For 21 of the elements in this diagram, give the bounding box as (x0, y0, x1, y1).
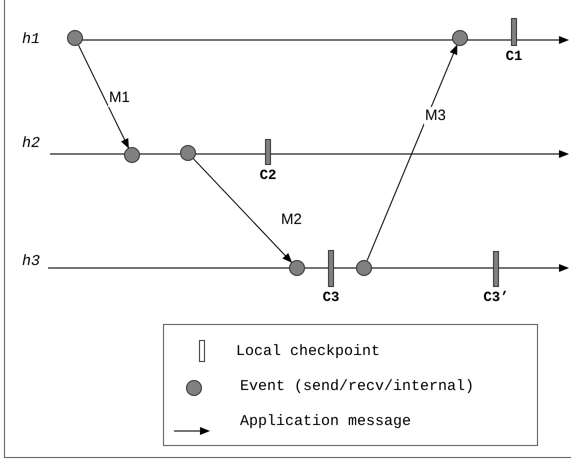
event-dot (289, 260, 305, 276)
message-arrow (193, 158, 292, 263)
event-dot (356, 260, 372, 276)
legend-label: Application message (240, 413, 412, 431)
checkpoint-label: C3 (322, 291, 340, 306)
legend-label: Event (send/recv/internal) (240, 378, 474, 396)
edge-label: M3 (424, 107, 447, 125)
legend-label: Local checkpoint (236, 343, 380, 361)
message-arrow (78, 44, 129, 149)
event-dot (180, 145, 196, 161)
event-dot (67, 30, 83, 46)
checkpoint-label: C1 (504, 50, 524, 65)
checkpoint-label: C3’ (482, 291, 510, 306)
message-arrow (366, 44, 458, 262)
event-dot (124, 147, 140, 163)
edge-label: M1 (108, 89, 131, 107)
process-label: h1 (22, 31, 40, 49)
process-label: h2 (22, 135, 40, 153)
event-dot (452, 30, 468, 46)
process-label: h3 (22, 253, 40, 271)
checkpoint-label: C2 (258, 169, 278, 184)
